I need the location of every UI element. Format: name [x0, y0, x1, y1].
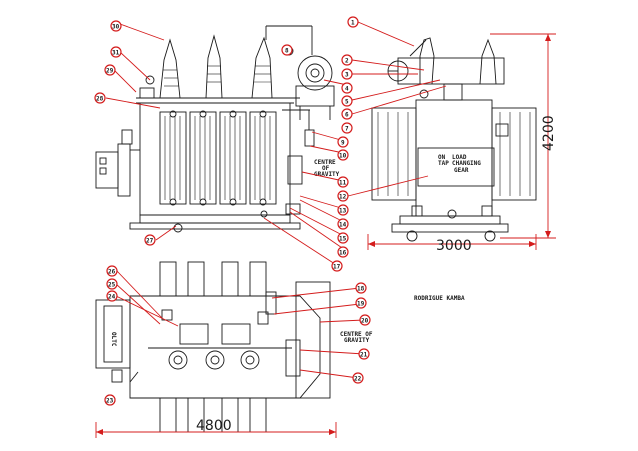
svg-text:16: 16	[339, 250, 347, 257]
svg-text:26: 26	[108, 269, 116, 276]
balloon-28: 28	[94, 92, 106, 104]
balloon-12: 12	[337, 190, 349, 202]
cg-front-line1: CENTRE	[314, 159, 336, 166]
balloon-30: 30	[110, 20, 122, 32]
svg-text:24: 24	[108, 294, 116, 301]
plan-view	[95, 261, 331, 433]
conservator-tank	[284, 46, 335, 120]
oltc-label-changing: CHANGING	[452, 160, 481, 167]
svg-text:29: 29	[106, 68, 114, 75]
cg-front-line3: GRAVITY	[314, 171, 340, 178]
svg-text:5: 5	[345, 99, 349, 106]
hv-bushings	[159, 25, 313, 99]
balloon-23: 23	[104, 394, 116, 406]
svg-text:10: 10	[339, 153, 347, 160]
svg-text:21: 21	[360, 352, 368, 359]
oltc-label-load: LOAD	[452, 154, 467, 161]
balloon-14: 14	[337, 218, 349, 230]
oltc-label-on: ON	[438, 154, 446, 161]
balloon-11: 11	[337, 176, 349, 188]
balloon-31: 31	[110, 46, 122, 58]
svg-text:7: 7	[345, 126, 349, 133]
oltc-plan-label: OLTC	[110, 332, 117, 347]
balloon-7: 7	[341, 122, 353, 134]
svg-text:2: 2	[345, 58, 349, 65]
balloon-1: 1	[347, 16, 359, 28]
svg-text:9: 9	[341, 140, 345, 147]
balloon-25: 25	[106, 278, 118, 290]
svg-text:11: 11	[339, 180, 347, 187]
oltc-label-gear: GEAR	[454, 167, 469, 174]
svg-text:17: 17	[333, 264, 341, 271]
balloon-27: 27	[144, 234, 156, 246]
svg-text:19: 19	[357, 301, 365, 308]
cg-plan-line2: GRAVITY	[344, 337, 370, 344]
balloon-6: 6	[341, 108, 353, 120]
svg-text:23: 23	[106, 398, 114, 405]
balloon-21: 21	[358, 348, 370, 360]
radiator-bank	[159, 110, 277, 206]
balloon-16: 16	[337, 246, 349, 258]
oltc-drive-cabinet	[95, 129, 140, 197]
balloon-22: 22	[352, 372, 364, 384]
svg-text:20: 20	[361, 318, 369, 325]
svg-text:28: 28	[96, 96, 104, 103]
balloon-2: 2	[341, 54, 353, 66]
svg-text:31: 31	[112, 50, 120, 57]
svg-text:27: 27	[146, 238, 154, 245]
balloon-5: 5	[341, 95, 353, 107]
balloon-9: 9	[337, 136, 349, 148]
balloon-15: 15	[337, 232, 349, 244]
cg-front-line2: OF	[322, 165, 330, 172]
svg-text:25: 25	[108, 282, 116, 289]
svg-text:15: 15	[339, 236, 347, 243]
svg-text:4: 4	[345, 86, 349, 93]
balloon-10: 10	[337, 149, 349, 161]
cg-plan-line1: CENTRE OF	[340, 331, 373, 338]
dimension-lines	[95, 33, 556, 438]
balloon-26: 26	[106, 265, 118, 277]
svg-text:8: 8	[285, 48, 289, 55]
balloon-4: 4	[341, 82, 353, 94]
svg-text:6: 6	[345, 112, 349, 119]
svg-text:14: 14	[339, 222, 347, 229]
svg-text:22: 22	[354, 376, 362, 383]
svg-text:1: 1	[351, 20, 355, 27]
balloon-17: 17	[331, 260, 343, 272]
svg-text:18: 18	[357, 286, 365, 293]
balloon-29: 29	[104, 64, 116, 76]
balloon-20: 20	[359, 314, 371, 326]
height-dimension-label: 4200	[541, 115, 557, 151]
balloon-8: 8	[281, 44, 293, 56]
svg-text:30: 30	[112, 24, 120, 31]
balloon-24: 24	[106, 290, 118, 302]
svg-text:12: 12	[339, 194, 347, 201]
balloon-18: 18	[355, 282, 367, 294]
balloon-13: 13	[337, 204, 349, 216]
length-dimension-label: 4800	[196, 418, 232, 434]
svg-text:13: 13	[339, 208, 347, 215]
svg-text:3: 3	[345, 72, 349, 79]
width-dimension-label: 3000	[436, 238, 472, 254]
balloon-19: 19	[355, 297, 367, 309]
side-elevation-view	[371, 37, 537, 242]
front-elevation-view	[95, 25, 335, 233]
balloon-3: 3	[341, 68, 353, 80]
attribution-text: RODRIGUE KAMBA	[414, 295, 465, 302]
oltc-label-tap: TAP	[438, 160, 449, 167]
